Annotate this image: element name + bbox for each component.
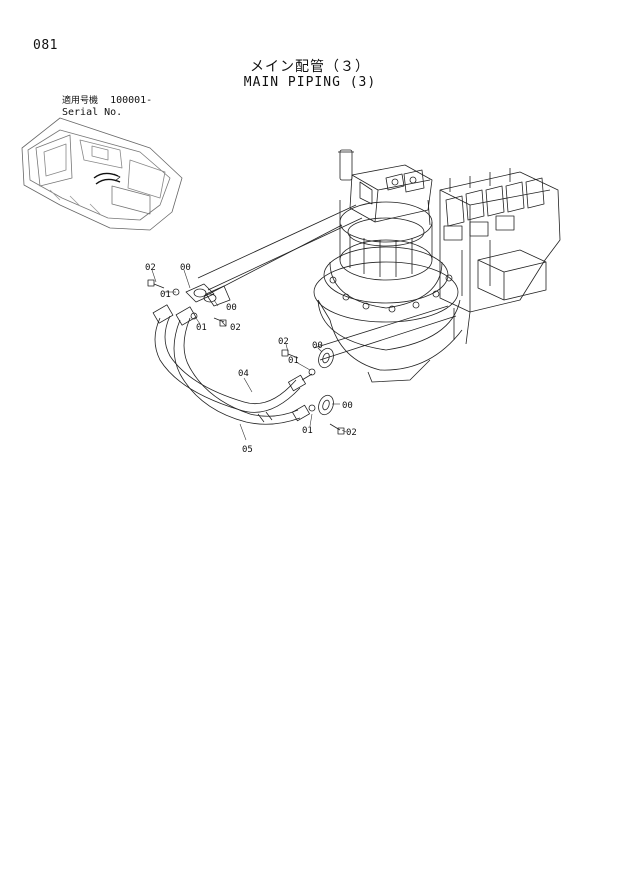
upper-pipe-lines [197, 204, 457, 361]
machine-overview-thumbnail [21, 117, 183, 231]
page-title-jp: メイン配管（３） [250, 59, 370, 75]
callout-label: 01 [302, 426, 313, 436]
serial-label-en: Serial No. [62, 107, 123, 118]
callout-label: 02 [145, 263, 156, 273]
flange-right [318, 347, 334, 416]
serial-label-jp: 適用号機 [62, 96, 99, 106]
callout-label: 00 [342, 401, 353, 411]
hose-04 [152, 304, 313, 413]
page-number: 081 [33, 38, 58, 53]
bolts [147, 279, 345, 435]
callout-label: 00 [226, 303, 237, 313]
callout-label: 01 [288, 356, 299, 366]
control-valve-assembly [439, 168, 561, 345]
swing-motor-assembly [313, 149, 463, 383]
callout-label: 02 [278, 337, 289, 347]
callout-label: 00 [180, 263, 191, 273]
callout-label: 01 [196, 323, 207, 333]
callout-label: 01 [160, 290, 171, 300]
page-title-en: MAIN PIPING (3) [243, 75, 377, 90]
serial-info: 適用号機 100001- Serial No. [62, 95, 152, 118]
o-rings [172, 288, 316, 412]
callout-label: 04 [238, 369, 249, 379]
hose-05 [173, 306, 310, 425]
callout-label: 00 [312, 341, 323, 351]
callout-label: 02 [230, 323, 241, 333]
leader-lines [151, 269, 347, 441]
callout-label: 02 [346, 428, 357, 438]
serial-number: 100001- [110, 95, 153, 106]
callout-label: 05 [242, 445, 253, 455]
flange-left [185, 283, 231, 307]
